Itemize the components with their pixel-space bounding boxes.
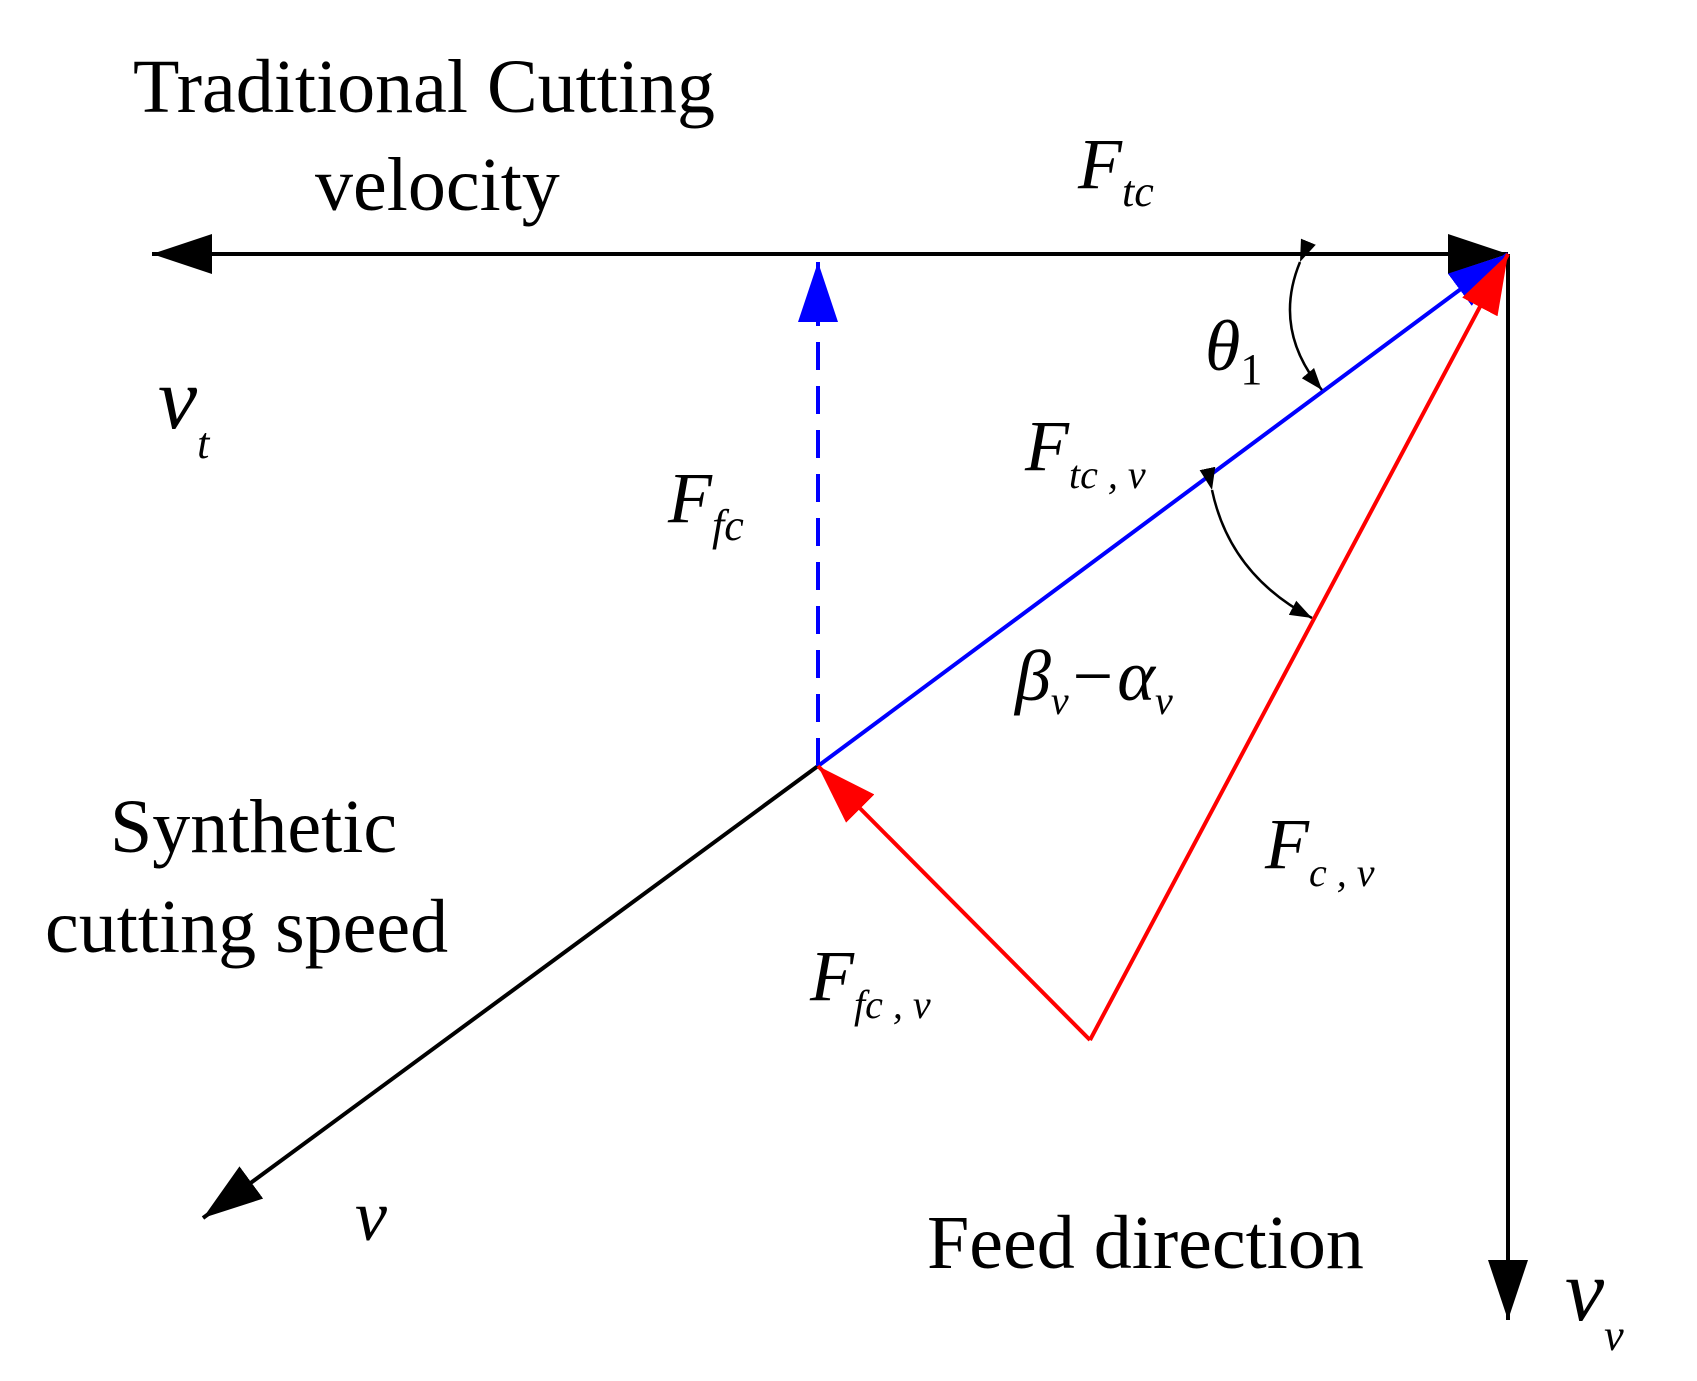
ftc-label: Ftc: [1077, 124, 1154, 216]
fc-v-label: Fc , v: [1264, 804, 1375, 895]
vt-symbol: vt: [158, 351, 211, 468]
ffc-label: Ffc: [667, 458, 744, 550]
theta1-angle-arc: [1288, 238, 1323, 391]
beta-alpha-angle-arc: [1199, 466, 1313, 620]
ffc-v-label: Ffc , v: [809, 936, 931, 1027]
traditional-cutting-label: Traditional Cutting: [133, 45, 715, 129]
ffc-v-arrow: [816, 764, 1092, 1042]
cutting-speed-label: cutting speed: [45, 885, 448, 969]
ftc-v-arrow: [816, 252, 1510, 768]
synthetic-speed-axis: [201, 764, 820, 1220]
velocity-label: velocity: [315, 143, 560, 227]
v-symbol: v: [355, 1176, 387, 1256]
beta-alpha-label: βv−αv: [1013, 636, 1173, 723]
synthetic-label: Synthetic: [110, 785, 397, 869]
fc-v-arrow: [1088, 253, 1510, 1041]
ftc-v-label: Ftc , v: [1024, 406, 1146, 497]
vv-symbol: vv: [1565, 1243, 1624, 1360]
feed-direction-label: Feed direction: [927, 1201, 1364, 1285]
theta1-label: θ1: [1205, 306, 1262, 394]
